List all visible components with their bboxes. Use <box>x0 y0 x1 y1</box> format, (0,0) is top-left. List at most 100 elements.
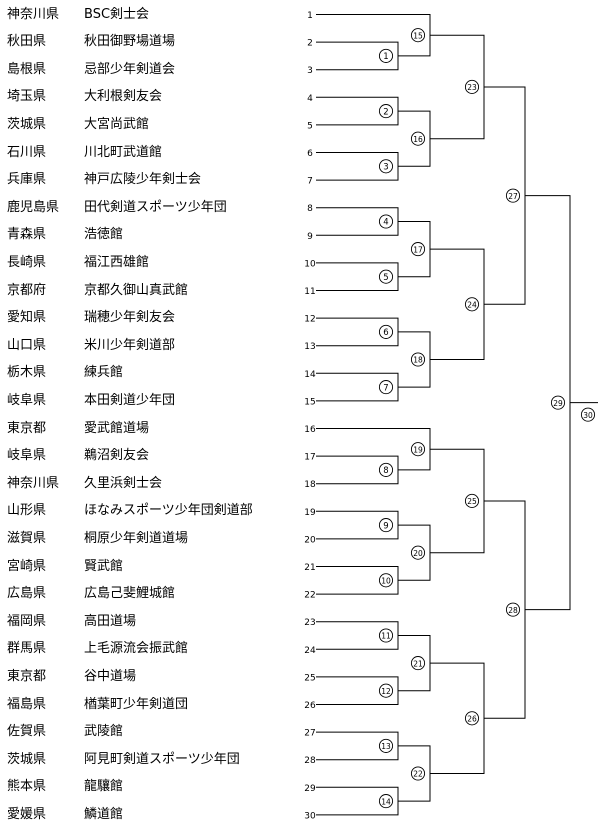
team-prefecture: 福岡県 <box>7 613 47 629</box>
seed-number: 6 <box>307 149 313 159</box>
team-prefecture: 鹿児島県 <box>7 199 60 215</box>
seed-number: 23 <box>304 618 315 628</box>
team-prefecture: 群馬県 <box>7 641 47 657</box>
team-club: 龍驤館 <box>84 779 124 795</box>
seed-number: 29 <box>304 784 316 794</box>
match-number-circle <box>464 493 480 509</box>
seed-number: 13 <box>304 342 315 352</box>
team-club: 川北町武道館 <box>84 144 163 160</box>
match-number: 5 <box>383 273 388 283</box>
team-club: BSC剣士会 <box>84 6 150 22</box>
match-number: 23 <box>467 83 477 92</box>
match-number: 4 <box>383 218 388 228</box>
team-club: 高田道場 <box>84 613 137 629</box>
team-prefecture: 広島県 <box>7 586 47 602</box>
match-number: 18 <box>413 356 423 365</box>
team-prefecture: 宮崎県 <box>7 558 47 574</box>
seed-number: 25 <box>304 673 315 683</box>
team-club: 桐原少年剣道道場 <box>84 530 189 546</box>
match-number: 29 <box>553 399 563 408</box>
team-prefecture: 茨城県 <box>7 116 47 132</box>
team-club: 広島己斐鯉城館 <box>84 586 176 602</box>
match-number: 24 <box>467 301 477 310</box>
seed-number: 7 <box>307 177 313 187</box>
team-row: 愛知県瑞穂少年剣友会 <box>0 308 300 328</box>
match-number: 21 <box>413 659 423 668</box>
team-club: 愛武館道場 <box>84 420 150 436</box>
seed-number: 30 <box>304 811 316 821</box>
team-club: 福江西雄館 <box>84 254 150 270</box>
match-number: 6 <box>383 328 388 338</box>
seed-number: 3 <box>307 66 313 76</box>
team-prefecture: 長崎県 <box>7 254 47 270</box>
team-club: 鵜沼剣友会 <box>84 448 150 464</box>
team-row: 福島県楢葉町少年剣道団 <box>0 695 300 715</box>
seed-number: 15 <box>304 397 315 407</box>
team-prefecture: 愛知県 <box>7 310 47 326</box>
match-number: 8 <box>383 466 388 476</box>
seed-number: 9 <box>307 232 313 242</box>
team-row: 佐賀県武陵館 <box>0 722 300 742</box>
team-row: 島根県忌部少年剣道会 <box>0 60 300 80</box>
team-club: 鱗道館 <box>84 806 124 822</box>
team-prefecture: 石川県 <box>7 144 47 160</box>
team-club: 神戸広陵少年剣士会 <box>84 172 202 188</box>
match-number-circle <box>378 159 394 174</box>
team-club: 浩徳館 <box>84 227 124 243</box>
team-row: 山形県ほなみスポーツ少年団剣道部 <box>0 501 300 521</box>
match-number: 16 <box>413 135 423 144</box>
team-row: 神奈川県久里浜剣士会 <box>0 474 300 494</box>
match-number-circle <box>410 242 426 257</box>
match-number: 19 <box>413 445 423 454</box>
match-number: 26 <box>467 715 477 724</box>
match-number: 14 <box>381 797 391 806</box>
match-number-circle <box>378 628 394 643</box>
team-club: 米川少年剣道部 <box>84 337 176 353</box>
team-row: 埼玉県大利根剣友会 <box>0 87 300 107</box>
seed-number: 10 <box>304 259 316 269</box>
team-club: ほなみスポーツ少年団剣道部 <box>84 503 253 519</box>
team-club: 武陵館 <box>84 724 124 740</box>
team-row: 青森県浩徳館 <box>0 225 300 245</box>
match-number: 1 <box>383 52 388 62</box>
team-row: 鹿児島県 田代剣道スポーツ少年団 <box>0 198 300 218</box>
seed-number: 24 <box>304 646 316 656</box>
team-club: 田代剣道スポーツ少年団 <box>84 199 227 215</box>
match-number-circle <box>410 352 426 367</box>
team-prefecture: 熊本県 <box>7 779 47 795</box>
team-prefecture: 京都府 <box>7 282 47 298</box>
team-club: 秋田御野場道場 <box>84 34 176 50</box>
match-number-circle <box>550 395 566 410</box>
match-number: 17 <box>413 245 423 254</box>
seed-number: 4 <box>307 94 313 104</box>
team-row: 岐阜県鵜沼剣友会 <box>0 446 300 466</box>
team-club: 大宮尚武館 <box>84 116 150 132</box>
team-row: 兵庫県 神戸広陵少年剣士会 <box>0 170 300 190</box>
match-number: 2 <box>383 107 388 117</box>
match-number-circle <box>378 518 394 533</box>
match-number-circle <box>505 188 521 203</box>
team-club: 本田剣道少年団 <box>84 392 176 408</box>
team-row: 山口県米川少年剣道部 <box>0 336 300 356</box>
match-number: 11 <box>381 632 391 641</box>
seed-number: 28 <box>304 756 316 766</box>
team-prefecture: 兵庫県 <box>7 172 47 188</box>
team-club: 大利根剣友会 <box>84 89 163 105</box>
seed-number: 21 <box>304 563 315 573</box>
seed-number: 16 <box>304 425 316 435</box>
match-number: 3 <box>383 163 388 173</box>
team-row: 熊本県 龍驤館 <box>0 777 300 797</box>
team-row: 京都府京都久御山真武館 <box>0 281 300 301</box>
seed-number: 1 <box>307 11 313 21</box>
match-number-circle <box>378 794 394 809</box>
team-prefecture: 神奈川県 <box>7 475 60 491</box>
seed-number: 26 <box>304 701 316 711</box>
seed-number: 8 <box>307 204 313 214</box>
match-number: 28 <box>508 606 518 615</box>
team-prefecture: 岐阜県 <box>7 392 47 408</box>
match-number-circle <box>378 104 394 119</box>
team-prefecture: 島根県 <box>7 61 47 77</box>
seed-number: 2 <box>307 39 313 49</box>
match-number-circle <box>378 683 394 698</box>
